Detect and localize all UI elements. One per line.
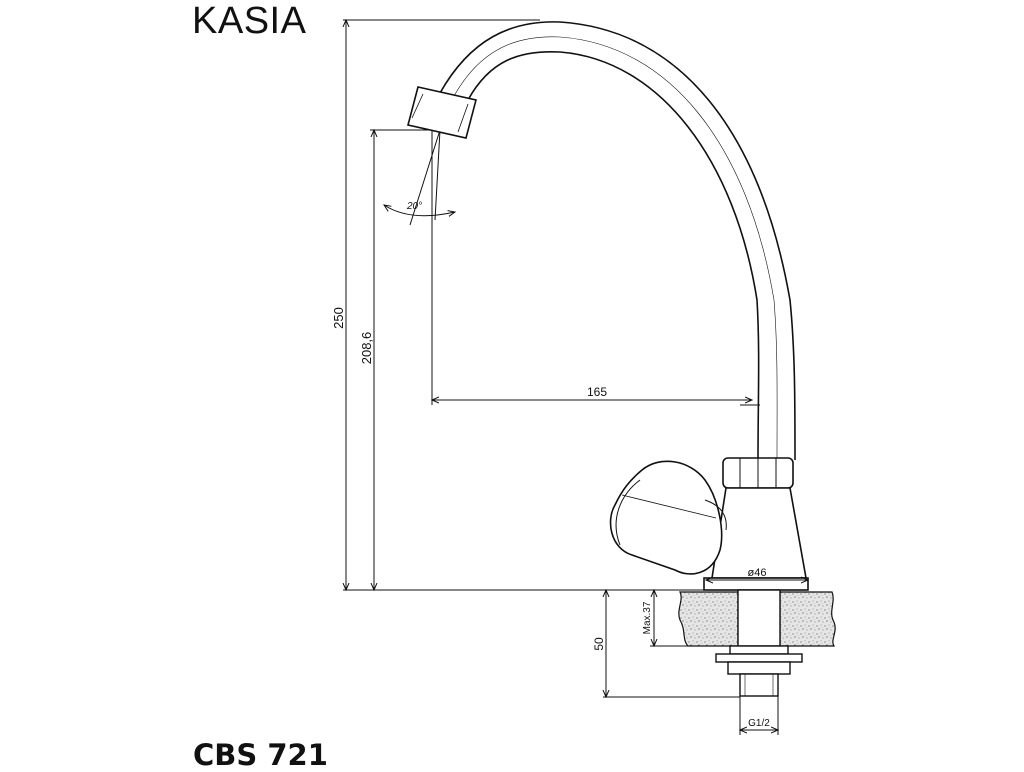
dimension-spray-angle xyxy=(384,129,455,226)
thread-label: G1/2 xyxy=(748,718,770,729)
reach-label: 165 xyxy=(587,385,607,399)
base-diameter-label: ø46 xyxy=(748,567,767,579)
aerator xyxy=(407,86,477,139)
product-title: KASIA xyxy=(192,0,307,42)
spout xyxy=(439,21,796,461)
max-counter-label: Max.37 xyxy=(642,601,653,634)
dimension-base-diameter: ø46 xyxy=(706,567,808,580)
dimension-overall-height: 250 xyxy=(331,20,346,590)
shank-length-label: 50 xyxy=(592,637,606,651)
dimension-outlet-height: 208,6 xyxy=(359,130,374,590)
hex-nut xyxy=(722,457,794,489)
dimension-reach: 165 xyxy=(432,385,752,400)
handle xyxy=(609,460,727,575)
overall-height-label: 250 xyxy=(331,307,346,329)
extension-lines xyxy=(343,19,760,698)
shank xyxy=(715,589,803,697)
outlet-height-label: 208,6 xyxy=(359,332,374,365)
spray-angle-label: 20° xyxy=(406,201,422,212)
dimension-shank-length: 50 xyxy=(592,590,606,697)
model-code: CBS 721 xyxy=(193,738,328,772)
dimension-max-counter: Max.37 xyxy=(642,590,690,646)
dimension-thread: G1/2 xyxy=(740,696,778,735)
